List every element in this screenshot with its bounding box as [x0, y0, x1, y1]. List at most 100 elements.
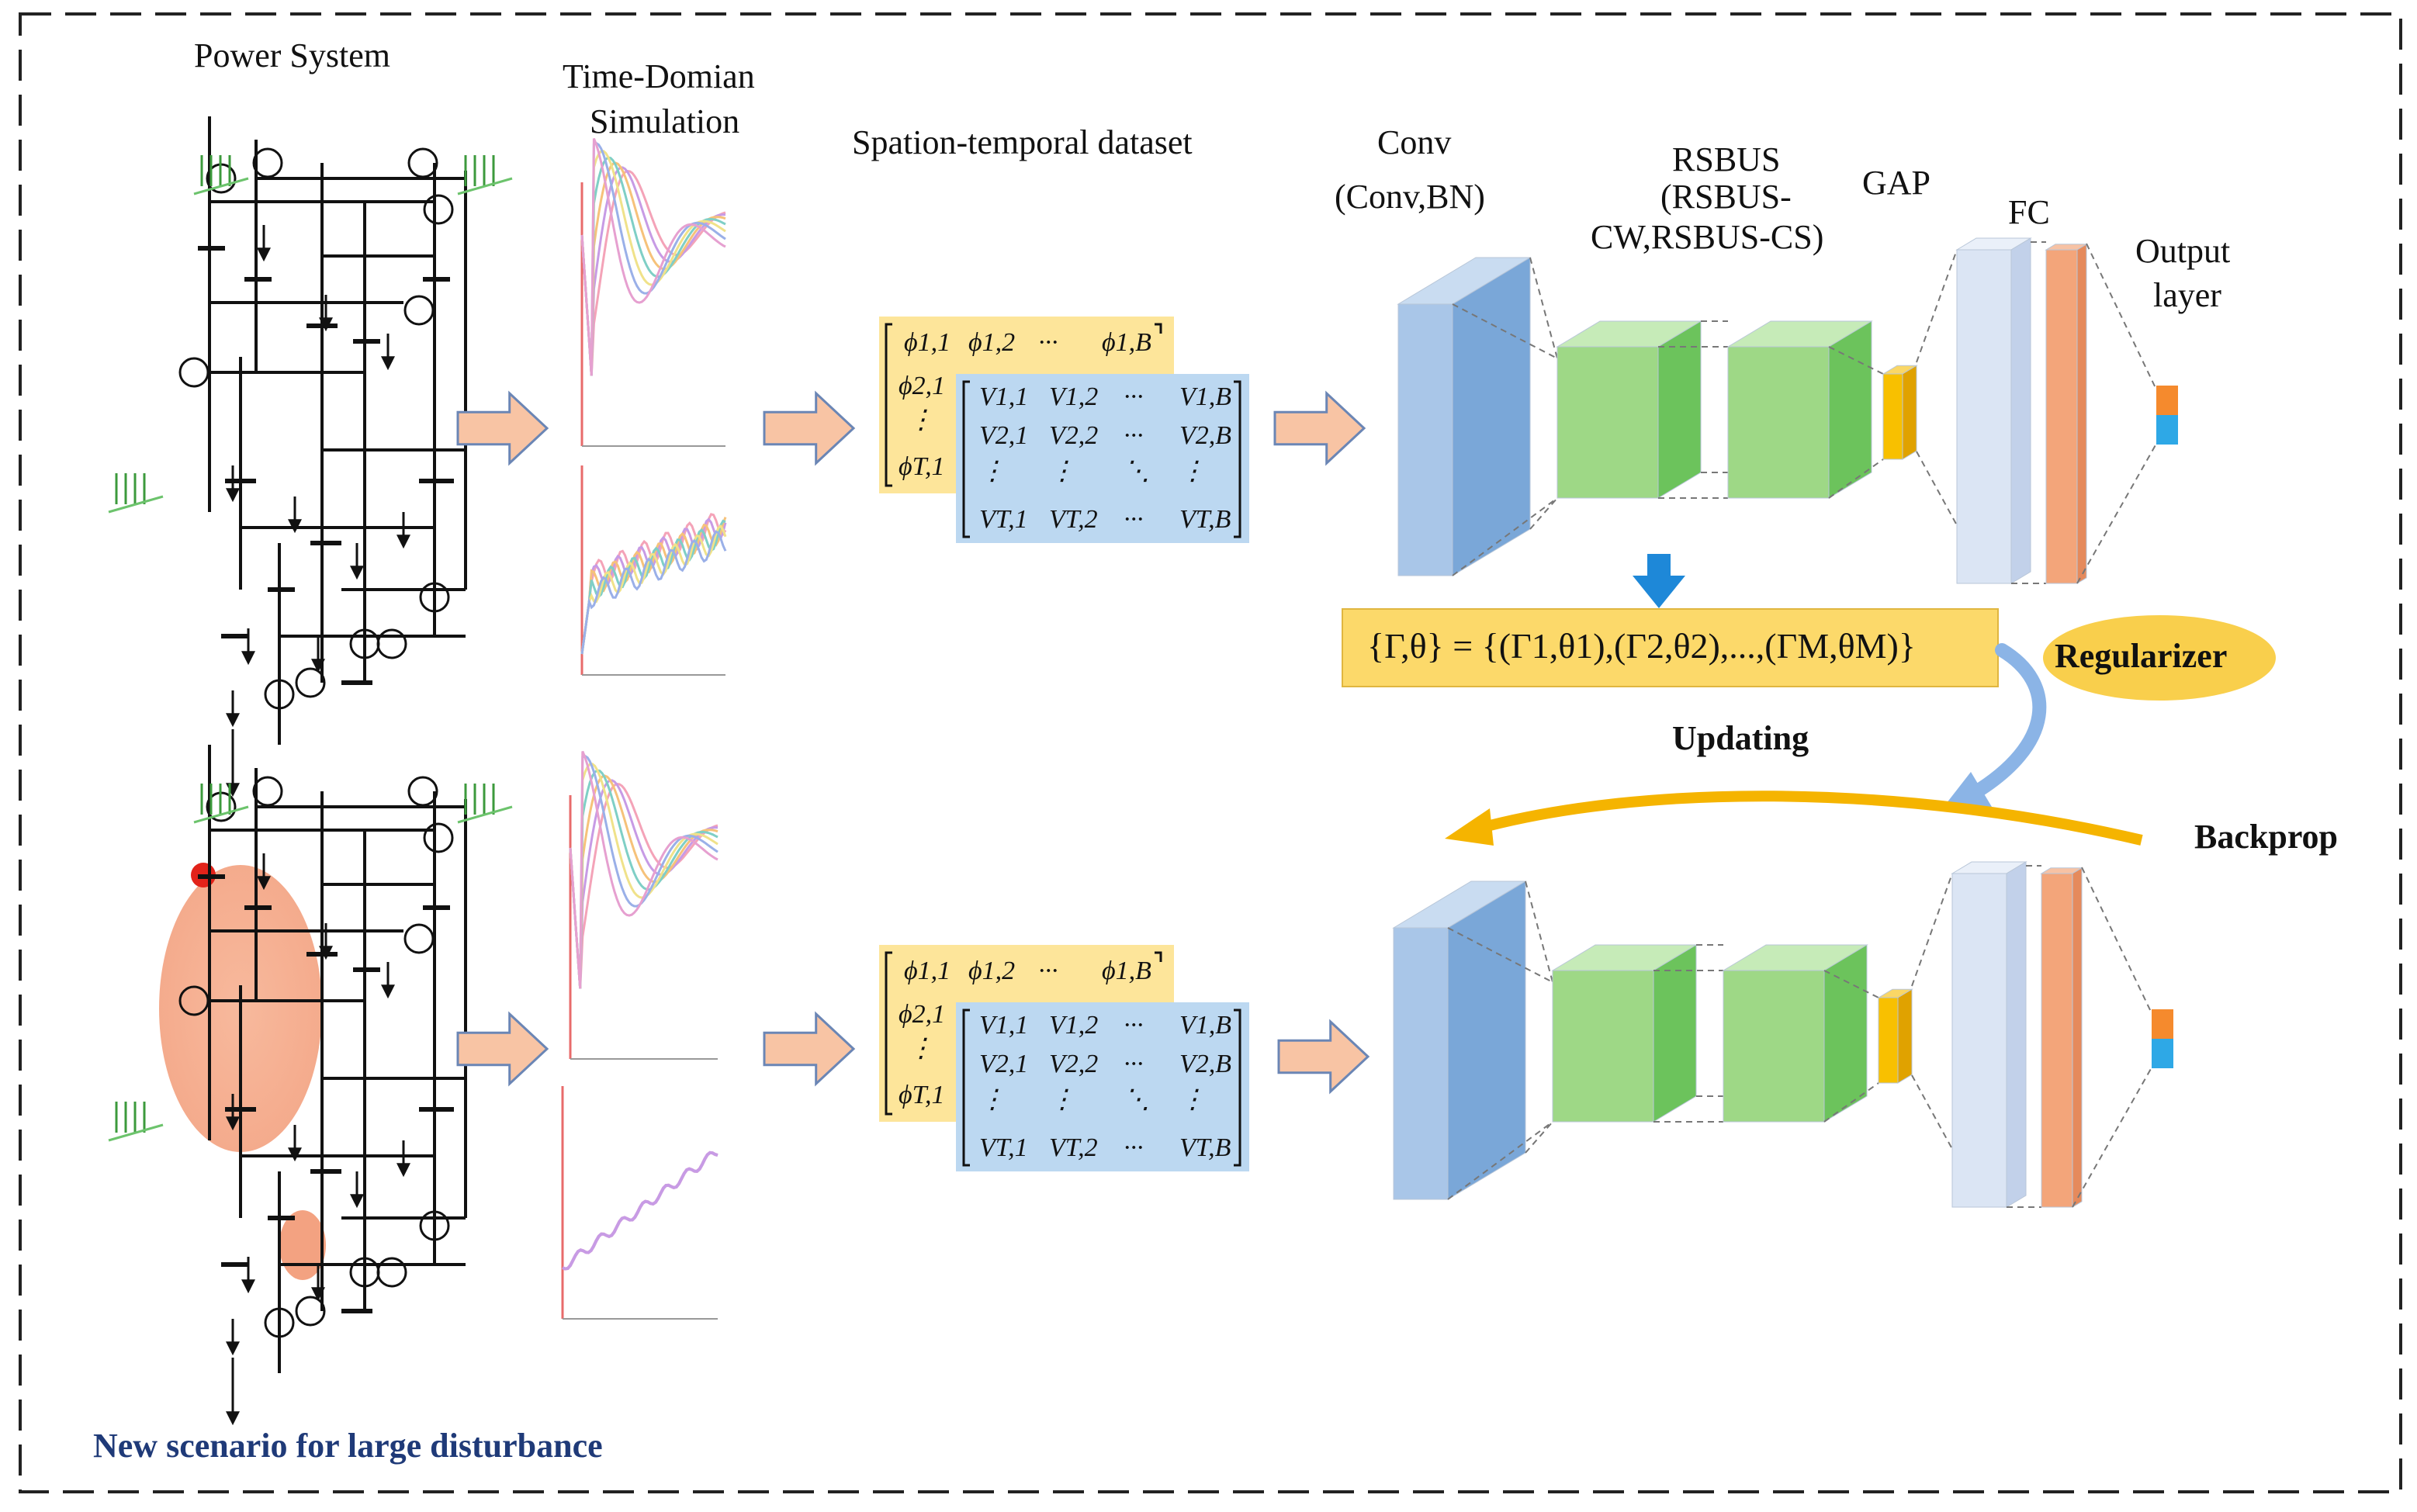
conv-block-front [1397, 303, 1453, 576]
phi-bracket-right [1155, 951, 1162, 962]
cnn-network-bottom [1392, 861, 2173, 1208]
phi-cell: ϕ1,2 [968, 328, 1015, 357]
v-cell: V2,1 [979, 421, 1028, 450]
v-cell: VT,B [1179, 1133, 1231, 1162]
v-cell: ··· [1124, 421, 1144, 450]
regularizer-ellipse [2043, 615, 2276, 701]
time-domain-label-line2: Simulation [590, 102, 740, 140]
fc-block-side [2010, 237, 2031, 584]
generator-icon [376, 628, 407, 659]
rsbus-label-line1: RSBUS [1672, 140, 1781, 178]
generator-icon [178, 985, 209, 1016]
v-cell: VT,B [1179, 505, 1231, 534]
v-cell: V1,1 [979, 1011, 1028, 1040]
phi-cell: ϕ1,1 [904, 957, 951, 985]
wind-link [108, 1123, 164, 1142]
connector-line [1529, 497, 1558, 530]
generator-icon [252, 776, 283, 807]
updating-label: Updating [1672, 719, 1809, 757]
v-bracket-left [962, 1009, 970, 1167]
phi-cell: ··· [1038, 328, 1058, 357]
generator-icon [407, 147, 438, 178]
phi-cell: ϕ1,1 [904, 328, 951, 357]
generator-icon [419, 1210, 450, 1241]
phi-bracket-left [885, 323, 892, 487]
connector-line [2076, 443, 2157, 584]
updating-arrowhead [1944, 772, 1994, 811]
wind-link [193, 805, 249, 824]
simulation-plots [561, 137, 727, 1320]
simulation-plot [561, 1086, 719, 1320]
plot-series-line [569, 779, 719, 989]
generator-icon [423, 194, 454, 225]
dataset-label: Spation-temporal dataset [852, 123, 1193, 161]
block-arrow [1277, 1019, 1370, 1095]
power-system-schematic-top [108, 116, 513, 798]
block-arrow [763, 390, 856, 466]
v-matrix-background [956, 1002, 1249, 1171]
connector-line [1447, 927, 1553, 983]
v-cell: VT,2 [1049, 1133, 1098, 1162]
connector-line [1529, 257, 1558, 359]
phi-cell: ϕT,1 [899, 452, 944, 481]
disturbance-highlight-small [279, 1210, 326, 1280]
fc-label: FC [2008, 193, 2050, 231]
connector-line [1911, 873, 1953, 987]
plot-series-line [562, 1150, 719, 1271]
fc-output-block-side [2076, 243, 2087, 584]
connector-line [2081, 867, 2152, 1014]
outer-dashed-border [19, 12, 2402, 1493]
block-arrow [456, 390, 549, 466]
output-unit-orange [2152, 1009, 2173, 1039]
generator-icon [376, 1257, 407, 1288]
plot-series-line [569, 750, 719, 989]
plot-series-line [580, 524, 727, 655]
v-cell: ··· [1124, 505, 1144, 534]
v-cell: ··· [1124, 1133, 1144, 1162]
v-cell: V1,2 [1049, 1011, 1098, 1040]
v-bracket-right [1234, 1009, 1241, 1167]
rsbus-label-line2: (RSBUS- [1660, 178, 1792, 216]
generator-icon [403, 295, 435, 326]
connector-line [2072, 1067, 2152, 1208]
wind-link [457, 805, 513, 824]
v-cell: ⋱ [1124, 1085, 1150, 1114]
fc-output-block-front [2045, 249, 2078, 584]
block-arrow [1273, 390, 1366, 466]
output-unit-blue [2156, 415, 2178, 445]
phi-cell: ϕT,1 [899, 1081, 944, 1109]
v-cell: V1,2 [1049, 382, 1098, 411]
rsbus-block-side [1653, 944, 1697, 1123]
v-cell: ⋮ [1049, 457, 1075, 486]
generator-icon [264, 1307, 295, 1338]
output-unit-blue [2152, 1039, 2173, 1068]
output-label-line1: Output [2135, 232, 2231, 270]
v-cell: ⋮ [1049, 1085, 1075, 1114]
phi-bracket-left [885, 951, 892, 1116]
plot-series-line [580, 141, 726, 376]
connector-line [1452, 303, 1558, 359]
rsbus-block-front [1552, 970, 1654, 1123]
phi-cell: ϕ1,B [1102, 328, 1151, 357]
generator-icon [403, 923, 435, 954]
v-bracket-right [1234, 380, 1241, 538]
v-cell: ··· [1124, 1011, 1144, 1040]
v-cell: ⋮ [979, 457, 1006, 486]
connector-line [1525, 1121, 1553, 1154]
generator-icon [419, 582, 450, 613]
rsbus-label-line3: CW,RSBUS-CS) [1591, 218, 1824, 256]
phi-cell: ϕ1,2 [968, 957, 1015, 985]
phi-bracket-right [1155, 323, 1162, 334]
plot-series-line [580, 137, 726, 376]
wind-link [193, 177, 249, 195]
rsbus-block-side [1657, 320, 1702, 499]
plot-series-line [569, 754, 719, 989]
conv-block-front [1393, 927, 1449, 1200]
down-arrow-to-formula [1633, 554, 1685, 608]
formula-box [1342, 608, 1999, 687]
v-matrix-background [956, 374, 1249, 543]
plot-series-line [580, 166, 726, 376]
generator-icon [295, 1296, 326, 1327]
